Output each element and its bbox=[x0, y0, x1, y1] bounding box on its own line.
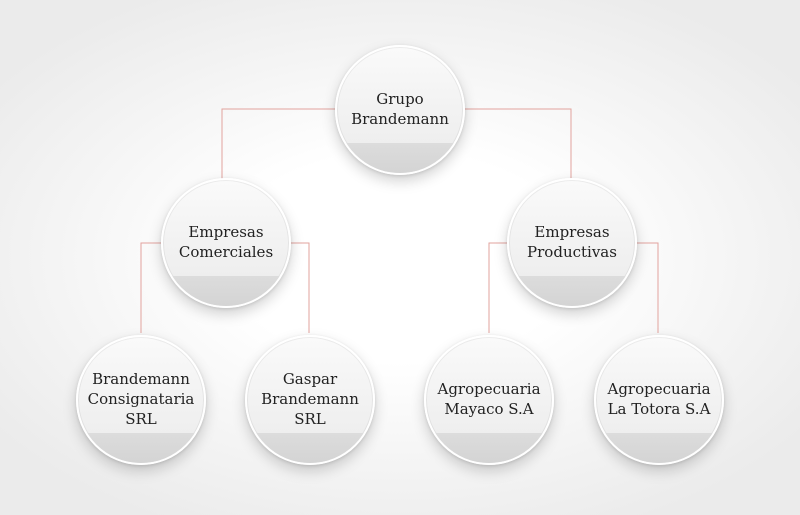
node-label: Grupo Brandemann bbox=[351, 90, 449, 129]
node-label: Empresas Comerciales bbox=[178, 223, 274, 262]
connector-root-left bbox=[221, 108, 335, 183]
node-agropecuaria-mayaco: Agropecuaria Mayaco S.A bbox=[424, 335, 554, 465]
connector-root-right bbox=[465, 108, 572, 183]
node-label: Brandemann Consignataria SRL bbox=[87, 369, 195, 428]
node-label: Empresas Productivas bbox=[527, 223, 617, 262]
node-label: Agropecuaria La Totora S.A bbox=[607, 380, 711, 419]
node-agropecuaria-la-totora: Agropecuaria La Totora S.A bbox=[594, 335, 724, 465]
node-empresas-productivas: Empresas Productivas bbox=[507, 178, 637, 308]
node-brandemann-consignataria: Brandemann Consignataria SRL bbox=[76, 335, 206, 465]
node-empresas-comerciales: Empresas Comerciales bbox=[161, 178, 291, 308]
node-grupo-brandemann: Grupo Brandemann bbox=[335, 45, 465, 175]
node-gaspar-brandemann: Gaspar Brandemann SRL bbox=[245, 335, 375, 465]
node-label: Agropecuaria Mayaco S.A bbox=[437, 380, 541, 419]
node-label: Gaspar Brandemann SRL bbox=[261, 369, 359, 428]
